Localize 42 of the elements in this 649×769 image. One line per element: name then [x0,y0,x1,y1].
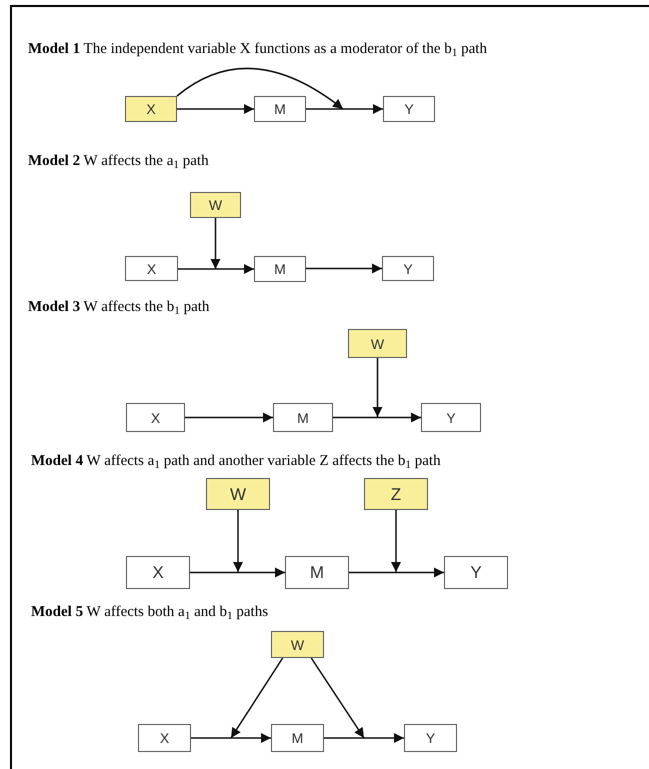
variable-box: X [126,556,190,589]
model-heading: Model 5 W affects both a$_{1}$ and b$_{1}$ paths [31,603,268,622]
arrow [324,733,404,743]
variable-box: X [138,724,191,752]
arrow [185,412,273,422]
variable-box: Z [364,478,428,510]
variable-box: Y [382,256,434,281]
variable-box: W [271,631,324,658]
variable-box: Y [383,96,435,122]
model-heading: Model 1 The independent variable X functions as a moderator of the b$_{1}$ path [28,40,487,59]
variable-box: W [190,192,241,218]
arrow [372,358,382,417]
variable-box: M [285,556,349,589]
model-heading: Model 3 W affects the b$_{1}$ path [28,298,210,317]
arrow [210,218,220,269]
variable-box: Y [404,724,457,752]
variable-box: Y [421,403,481,432]
arrow [176,68,344,110]
variable-box: X [125,256,178,281]
variable-box: X [125,96,177,122]
variable-box: M [271,724,324,752]
arrow [177,104,254,114]
arrow [178,264,254,274]
variable-box: Y [444,556,508,589]
arrow [333,412,421,422]
arrow [310,658,365,738]
arrow [306,104,383,114]
model-heading: Model 4 W affects a$_{1}$ path and another variable Z affects the b$_{1}$ path [31,452,441,471]
variable-box: M [254,256,306,282]
variable-box: X [126,403,185,432]
arrow [349,568,444,578]
arrow [230,658,284,738]
variable-box: M [273,403,333,432]
arrow [391,510,401,572]
arrow [233,510,243,572]
arrow [190,568,285,578]
arrow [191,733,271,743]
variable-box: M [254,96,306,122]
arrow [306,264,382,274]
variable-box: W [206,478,270,510]
variable-box: W [348,329,407,358]
model-heading: Model 2 W affects the a$_{1}$ path [28,152,209,171]
